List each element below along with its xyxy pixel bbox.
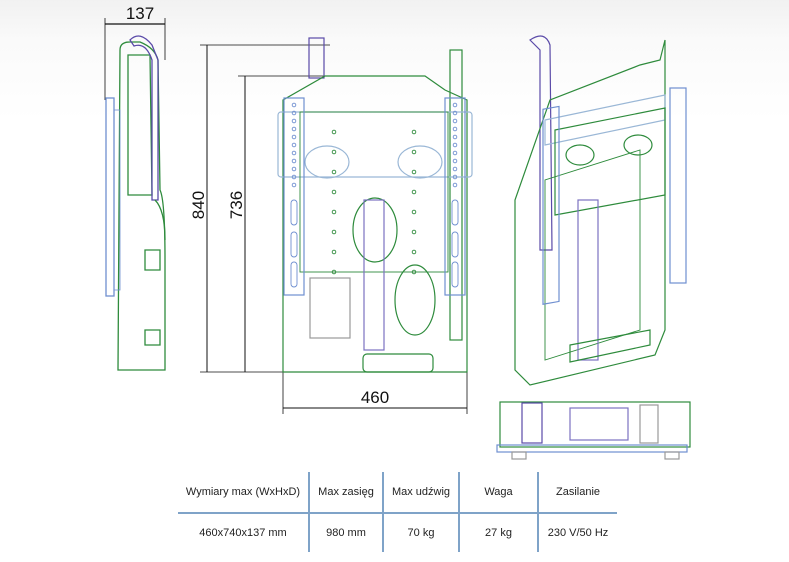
header-power: Zasilanie [537,472,617,514]
table-header-row: Wymiary max (WxHxD) Max zasięg Max udźwi… [178,472,617,514]
left-mounting-rail [283,97,305,296]
bottom-view [496,401,691,460]
table-row: 460x740x137 mm 980 mm 70 kg 27 kg 230 V/… [178,513,617,552]
header-weight: Waga [458,472,538,514]
value-power: 230 V/50 Hz [537,513,617,552]
value-dimensions: 460x740x137 mm [199,527,287,539]
cable-chain [308,37,325,79]
depth-dimension-label: 137 [126,4,154,23]
spec-table: Wymiary max (WxHxD) Max zasięg Max udźwi… [178,472,617,552]
isometric-view [514,35,687,386]
header-max-reach: Max zasięg [308,472,383,514]
height-total-dimension-label: 840 [189,191,208,219]
right-mounting-rail [444,97,466,296]
value-max-load: 70 kg [382,513,459,552]
front-view [277,37,473,373]
width-dimension-label: 460 [361,388,389,407]
side-view [104,18,166,371]
cable-chain-iso [529,35,553,251]
header-max-load: Max udźwig [382,472,459,514]
header-dimensions: Wymiary max (WxHxD) [178,472,309,514]
value-max-reach: 980 mm [308,513,383,552]
value-weight: 27 kg [458,513,538,552]
height-inner-dimension-label: 736 [227,191,246,219]
height-dimensions [200,44,468,414]
